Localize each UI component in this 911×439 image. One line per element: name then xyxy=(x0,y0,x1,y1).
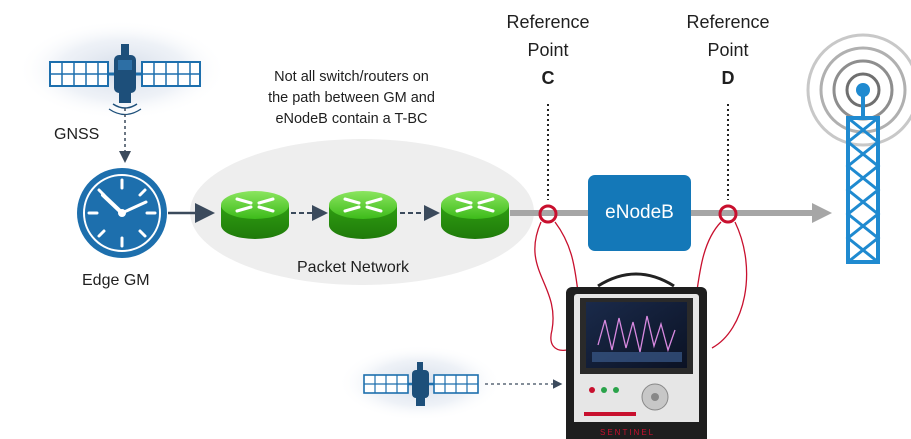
ref-c-letter: C xyxy=(541,68,555,88)
probe-cable-c xyxy=(534,221,568,351)
enodeb-box: eNodeB xyxy=(588,175,691,251)
ref-d-line1: Reference xyxy=(686,12,770,32)
test-instrument-icon: SENTINEL xyxy=(566,272,707,439)
ref-c-line1: Reference xyxy=(506,12,590,32)
satellite-icon xyxy=(49,44,201,116)
note-line: Not all switch/routers on xyxy=(274,69,429,85)
reference-point-d: Reference Point D xyxy=(670,8,786,92)
edge-gm-label: Edge GM xyxy=(82,272,150,289)
probe-point-d xyxy=(718,204,738,224)
packet-network-label: Packet Network xyxy=(297,259,410,276)
reference-point-c: Reference Point C xyxy=(490,8,606,92)
router-icon xyxy=(221,191,289,239)
cell-tower-icon xyxy=(806,33,911,264)
router-icon xyxy=(329,191,397,239)
ref-d-line2: Point xyxy=(707,40,749,60)
note-line: the path between GM and xyxy=(268,90,435,106)
ref-d-letter: D xyxy=(721,68,735,88)
probe-cable-d xyxy=(711,221,748,349)
link-arrowhead xyxy=(812,203,832,223)
routers-note: Not all switch/routers on the path betwe… xyxy=(244,67,459,130)
gnss-label: GNSS xyxy=(54,126,100,143)
ref-c-line2: Point xyxy=(527,40,569,60)
router-icon xyxy=(441,191,509,239)
clock-icon xyxy=(77,168,167,258)
note-line: eNodeB contain a T-BC xyxy=(275,111,428,127)
svg-text:SENTINEL: SENTINEL xyxy=(600,428,655,437)
satellite-icon xyxy=(363,362,479,406)
probe-point-c xyxy=(538,204,558,224)
